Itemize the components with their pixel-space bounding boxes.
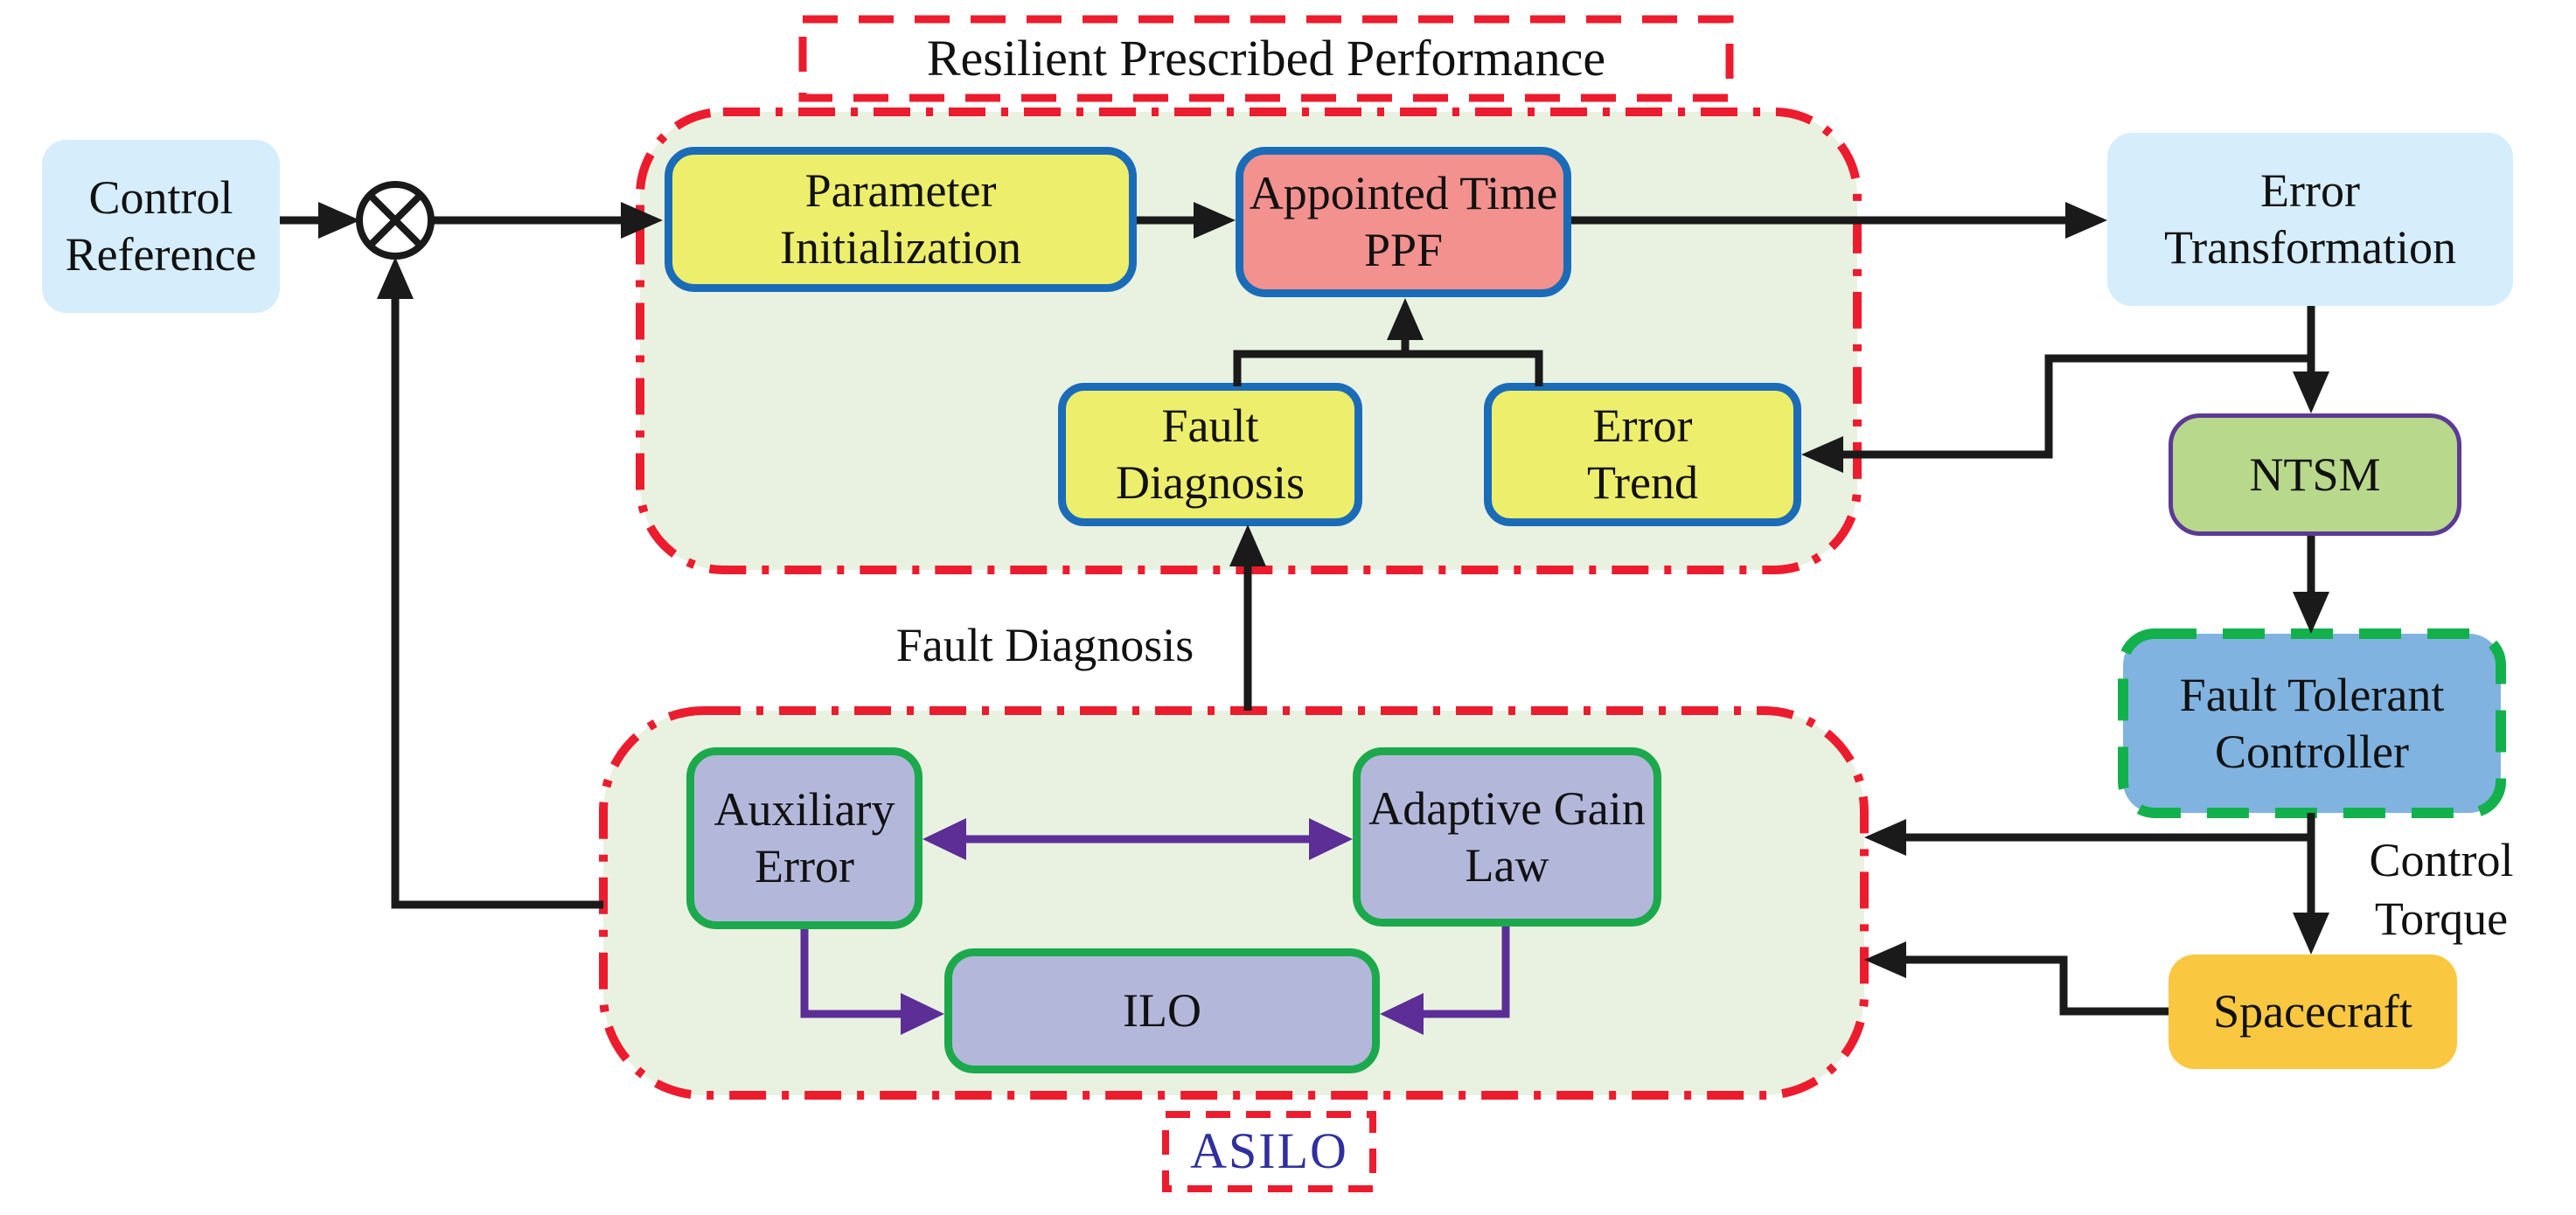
edge-asilo-feedback-to-sum: [391, 297, 603, 909]
arrowhead-into-spacecraft: [2293, 913, 2329, 955]
node-label-line: Control: [88, 171, 233, 225]
node-label-line: Error: [2260, 164, 2360, 218]
node-error-transformation: Error Transformation: [2107, 133, 2513, 306]
node-control-reference: Control Reference: [42, 140, 280, 313]
node-label-line: Spacecraft: [2213, 985, 2412, 1038]
node-label-line: Diagnosis: [1116, 456, 1305, 509]
asilo-caption-box: ASILO: [1166, 1114, 1373, 1189]
edge-spacecraft-to-asilo: [1904, 955, 2169, 1016]
asilo-caption: ASILO: [1190, 1122, 1348, 1180]
node-label-line: Transformation: [2164, 221, 2456, 274]
node-label-line: NTSM: [2249, 448, 2381, 501]
node-label-line: PPF: [1363, 224, 1444, 276]
arrowhead-into-ntsm: [2293, 371, 2329, 413]
arrowhead-into-sum-left: [318, 202, 360, 239]
diagram-title: Resilient Prescribed Performance: [926, 29, 1606, 87]
node-label-line: Trend: [1586, 456, 1699, 509]
sum-junction-cross: [367, 192, 423, 248]
node-label-line: ILO: [1123, 984, 1201, 1038]
sum-junction-cross: [367, 192, 423, 248]
node-label-line: Adaptive Gain: [1368, 781, 1646, 835]
node-appointed-time-ppf: Appointed Time PPF: [1236, 147, 1571, 297]
sum-junction: [356, 181, 435, 260]
label-text: Control: [2369, 833, 2514, 886]
label-text: Fault Diagnosis: [895, 619, 1194, 672]
node-adaptive-gain-law: Adaptive Gain Law: [1353, 747, 1661, 927]
fault-diagnosis-signal-label: Fault Diagnosis: [866, 614, 1224, 677]
node-ntsm: NTSM: [2169, 413, 2461, 536]
arrowhead-into-error-transformation: [2065, 202, 2107, 239]
control-torque-label: Control Torque: [2336, 829, 2546, 951]
node-label-line: Fault Tolerant: [2179, 668, 2445, 721]
node-label-line: Error: [755, 840, 854, 892]
node-label-line: Fault: [1161, 399, 1259, 453]
node-label-line: Controller: [2215, 725, 2409, 778]
node-fault-diagnosis: Fault Diagnosis: [1058, 383, 1362, 526]
arrowhead-into-controller: [2293, 592, 2329, 634]
label-text: Torque: [2374, 892, 2509, 945]
node-label-line: Appointed Time: [1249, 167, 1558, 220]
node-label-line: Auxiliary: [714, 783, 895, 837]
arrowhead-into-sum-bottom: [377, 257, 414, 299]
arrowhead-into-asilo-lower: [1864, 941, 1906, 978]
arrowhead-into-asilo-upper: [1864, 819, 1906, 856]
node-label-line: Reference: [65, 228, 257, 281]
node-ilo: ILO: [944, 948, 1380, 1073]
node-label-line: Law: [1465, 838, 1549, 892]
sum-junction-circle: [356, 181, 435, 260]
diagram-title-box: Resilient Prescribed Performance: [803, 19, 1730, 98]
node-error-trend: Error Trend: [1484, 383, 1801, 526]
node-fault-tolerant-controller: Fault Tolerant Controller: [2123, 634, 2501, 813]
node-parameter-initialization: Parameter Initialization: [665, 147, 1137, 292]
node-label-line: Error: [1592, 399, 1693, 453]
node-label-line: Parameter: [804, 164, 997, 218]
node-auxiliary-error: Auxiliary Error: [686, 747, 922, 929]
node-label-line: Initialization: [780, 221, 1021, 274]
node-spacecraft: Spacecraft: [2169, 955, 2457, 1069]
